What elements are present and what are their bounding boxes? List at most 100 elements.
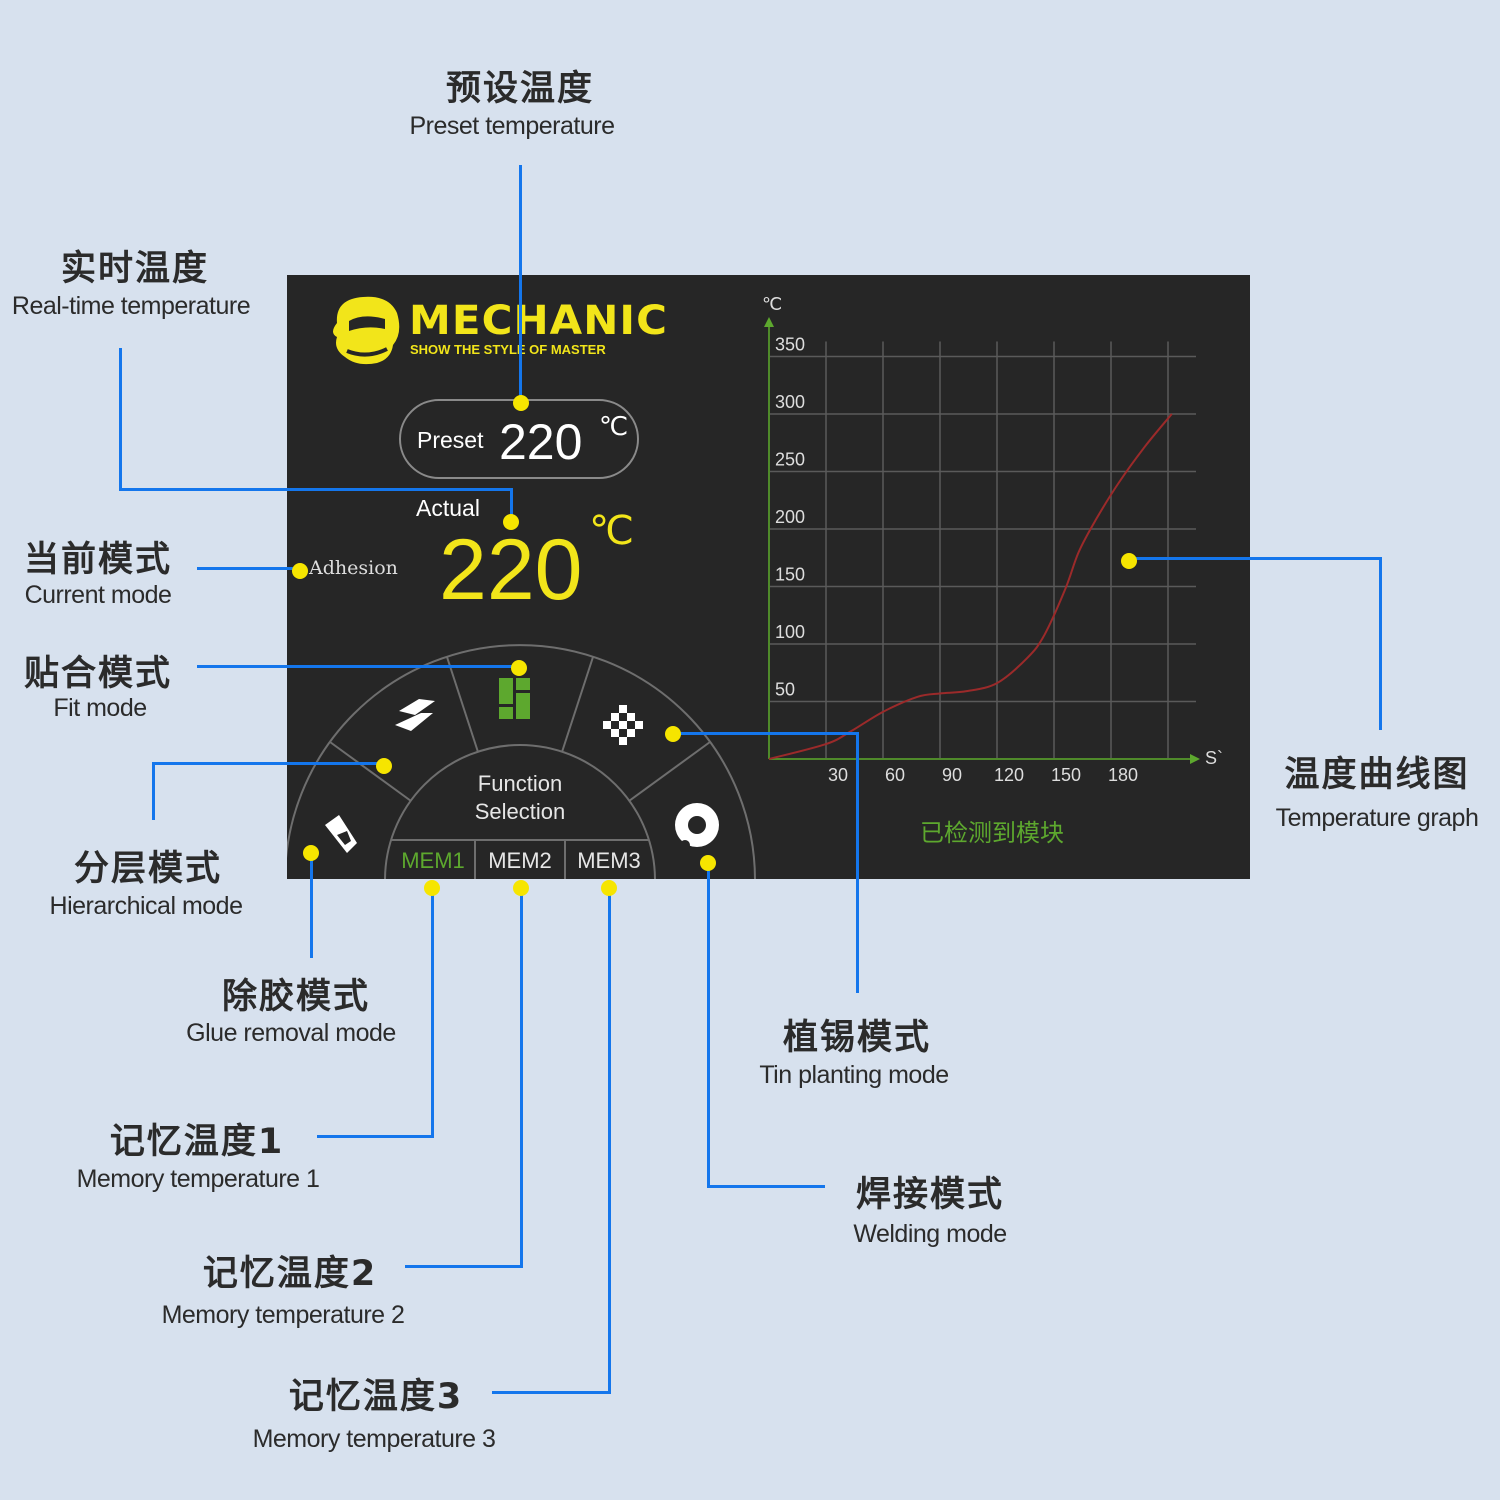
actual-value: 220	[439, 522, 583, 618]
tin-planting-icon[interactable]	[603, 705, 643, 745]
mem2-connector-v	[520, 888, 523, 1268]
mem3-label: MEM3	[577, 848, 641, 873]
hierarchical-connector-v	[152, 762, 155, 820]
graph-connector-h	[1129, 557, 1382, 560]
y-axis-label: ℃	[762, 294, 782, 314]
tin-marker	[665, 726, 681, 742]
wheel-outer-arc	[287, 644, 756, 879]
x-axis-arrow-icon	[1190, 754, 1200, 764]
temperature-curve	[768, 413, 1173, 760]
graph-connector-v	[1379, 557, 1382, 730]
hierarchical-mode-icon[interactable]	[395, 699, 435, 731]
mem1-callout-cn: 记忆温度1	[109, 1122, 285, 1162]
current-mode-marker	[292, 563, 308, 579]
preset-unit: ℃	[599, 411, 629, 441]
hierarchical-connector-h	[152, 762, 384, 765]
mem3-callout-cn: 记忆温度3	[288, 1377, 464, 1417]
actual-unit: ℃	[589, 509, 634, 553]
mem2-callout-cn: 记忆温度2	[202, 1254, 378, 1294]
mem1-callout-en: Memory temperature 1	[76, 1165, 320, 1193]
y-tick-label: 200	[775, 507, 805, 527]
hierarchical-callout-en: Hierarchical mode	[49, 892, 243, 920]
current-mode-value: Adhesion	[309, 557, 398, 579]
mem3-button[interactable]: MEM3	[577, 848, 641, 873]
preset-temperature-display[interactable]: Preset 220 ℃	[399, 399, 639, 479]
realtime-marker	[503, 514, 519, 530]
preset-callout-cn: 预设温度	[445, 69, 595, 109]
wheel-center-line1: Function	[478, 771, 562, 796]
mem1-connector-v	[431, 888, 434, 1138]
graph-marker	[1121, 553, 1137, 569]
realtime-connector-v	[510, 488, 513, 522]
welding-connector-h	[707, 1185, 825, 1188]
logo-brand: MECHANIC	[409, 298, 668, 344]
welding-callout-en: Welding mode	[853, 1220, 1007, 1248]
preset-value: 220	[499, 414, 583, 470]
y-tick-label: 150	[775, 565, 805, 585]
mem3-callout-en: Memory temperature 3	[252, 1425, 496, 1453]
glue-callout-en: Glue removal mode	[186, 1019, 396, 1047]
wheel-inner-arc	[384, 744, 656, 879]
mem2-button[interactable]: MEM2	[488, 848, 552, 873]
x-tick-label: 180	[1108, 765, 1138, 785]
mem1-marker	[424, 880, 440, 896]
glue-marker	[303, 845, 319, 861]
mem3-marker	[601, 880, 617, 896]
tin-callout-en: Tin planting mode	[759, 1061, 949, 1089]
x-tick-label: 120	[994, 765, 1024, 785]
mem1-button[interactable]: MEM1	[401, 848, 465, 873]
welding-mode-icon[interactable]	[675, 803, 719, 850]
hierarchical-marker	[376, 758, 392, 774]
y-axis-arrow-icon	[764, 317, 774, 327]
preset-marker	[513, 395, 529, 411]
y-tick-label: 350	[775, 335, 805, 355]
glue-callout-cn: 除胶模式	[221, 977, 371, 1017]
glue-removal-icon[interactable]	[325, 815, 357, 853]
mem2-connector-h	[405, 1265, 523, 1268]
tin-callout-cn: 植锡模式	[782, 1018, 932, 1058]
graph-callout-cn: 温度曲线图	[1284, 755, 1470, 795]
x-tick-label: 90	[942, 765, 962, 785]
logo-slogan: SHOW THE STYLE OF MASTER	[410, 342, 606, 357]
mem1-label: MEM1	[401, 848, 465, 873]
glue-connector	[310, 853, 313, 958]
welding-marker	[700, 855, 716, 871]
wheel-center-line2: Selection	[475, 799, 566, 824]
graph-callout-en: Temperature graph	[1275, 804, 1479, 832]
realtime-connector	[119, 348, 122, 491]
mem2-label: MEM2	[488, 848, 552, 873]
realtime-callout-cn: 实时温度	[60, 249, 210, 289]
x-tick-label: 30	[828, 765, 848, 785]
function-wheel: Function Selection MEM1 MEM2 MEM3	[287, 644, 756, 879]
welding-callout-cn: 焊接模式	[855, 1175, 1005, 1215]
tin-connector-h	[673, 732, 859, 735]
fit-mode-icon[interactable]	[499, 678, 530, 719]
preset-label: Preset	[417, 427, 484, 453]
mem2-callout-en: Memory temperature 2	[161, 1301, 405, 1329]
current-mode-callout-cn: 当前模式	[23, 540, 173, 580]
mem2-marker	[513, 880, 529, 896]
x-tick-label: 60	[885, 765, 905, 785]
fit-mode-marker	[511, 660, 527, 676]
realtime-callout-en: Real-time temperature	[11, 292, 251, 320]
device-screen: MECHANIC SHOW THE STYLE OF MASTER Preset…	[287, 275, 1250, 879]
welding-connector-v	[707, 863, 710, 1188]
mem3-connector-v	[608, 888, 611, 1394]
x-tick-label: 150	[1051, 765, 1081, 785]
y-tick-label: 100	[775, 622, 805, 642]
hierarchical-callout-cn: 分层模式	[73, 849, 223, 889]
mem1-connector-h	[317, 1135, 434, 1138]
preset-callout-en: Preset temperature	[409, 112, 616, 140]
y-tick-label: 300	[775, 392, 805, 412]
realtime-connector-h	[119, 488, 512, 491]
tin-connector-v	[856, 732, 859, 993]
fit-mode-connector	[197, 665, 519, 668]
preset-connector	[519, 165, 522, 403]
fit-mode-callout-cn: 贴合模式	[23, 654, 173, 694]
mechanic-logo-head-icon	[333, 296, 400, 365]
current-mode-connector	[197, 567, 301, 570]
actual-label: Actual	[416, 495, 480, 521]
mem3-connector-h	[492, 1391, 611, 1394]
current-mode-callout-en: Current mode	[24, 581, 172, 609]
